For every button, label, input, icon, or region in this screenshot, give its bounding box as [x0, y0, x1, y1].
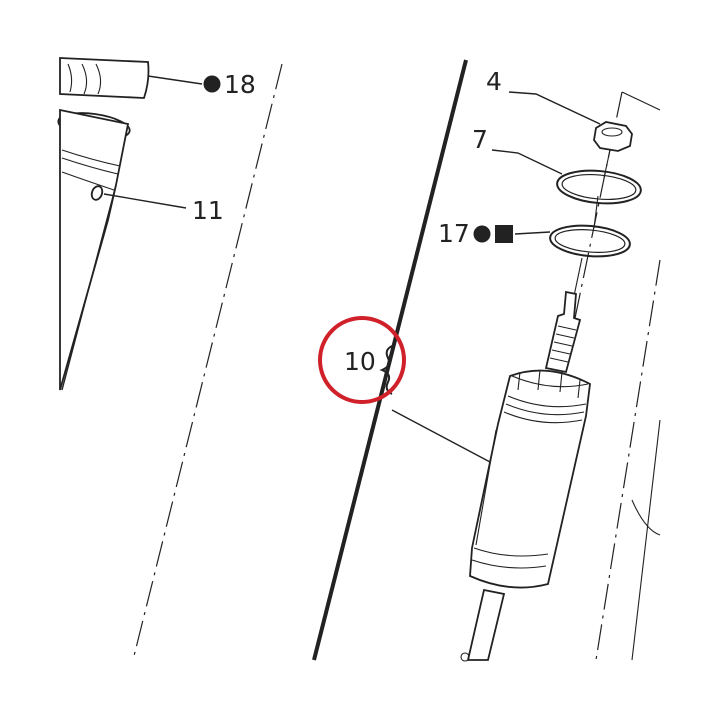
o-ring-part-17-outer [549, 224, 631, 258]
square-symbol-17 [495, 225, 513, 243]
cartridge-bottom-bands [471, 547, 549, 569]
lower-rod [466, 588, 506, 661]
right-assembly [460, 91, 661, 662]
piston-rod [544, 290, 582, 374]
left-center-line [132, 63, 283, 661]
o-ring-part-7-outer [556, 169, 642, 205]
main-divider-line [312, 59, 468, 661]
axis-segment-2 [593, 195, 599, 229]
cartridge-slots [517, 369, 581, 399]
leader-17 [514, 231, 551, 235]
axis-segment-1 [603, 149, 611, 179]
circle-symbol-18 [203, 75, 221, 93]
label-4: 4 [486, 67, 502, 96]
leader-10 [391, 409, 491, 463]
label-10: 10 [344, 347, 376, 376]
o-ring-part-17-inner [554, 229, 626, 253]
tube-body-part-11 [59, 108, 130, 391]
label-18: 18 [224, 70, 256, 99]
cartridge-top-rim [503, 375, 589, 424]
label-7: 7 [472, 125, 488, 154]
tube-hole [90, 185, 104, 201]
right-outer-tube [631, 419, 661, 661]
right-bracket-top [621, 91, 661, 111]
right-dashed-edge-lower [595, 259, 661, 661]
label-11: 11 [192, 196, 224, 225]
rod-threads [549, 325, 577, 363]
lower-rod-fitting [460, 652, 470, 662]
axis-segment-3 [573, 257, 583, 297]
nut-hole [601, 127, 623, 137]
top-cap-shading [67, 63, 102, 95]
circle-symbol-17 [473, 225, 491, 243]
highlight-circle-10 [318, 316, 406, 404]
tube-rings [61, 149, 121, 191]
leader-7 [491, 149, 563, 175]
leader-11 [103, 193, 187, 209]
label-17: 17 [438, 219, 470, 248]
left-fork-leg [57, 57, 283, 661]
leader-18 [147, 75, 203, 85]
tube-edge [61, 184, 117, 391]
top-cap-part-18 [59, 57, 150, 99]
leader-4 [508, 91, 601, 125]
cartridge-edge-highlight [475, 429, 497, 546]
brace-10 [379, 345, 393, 395]
